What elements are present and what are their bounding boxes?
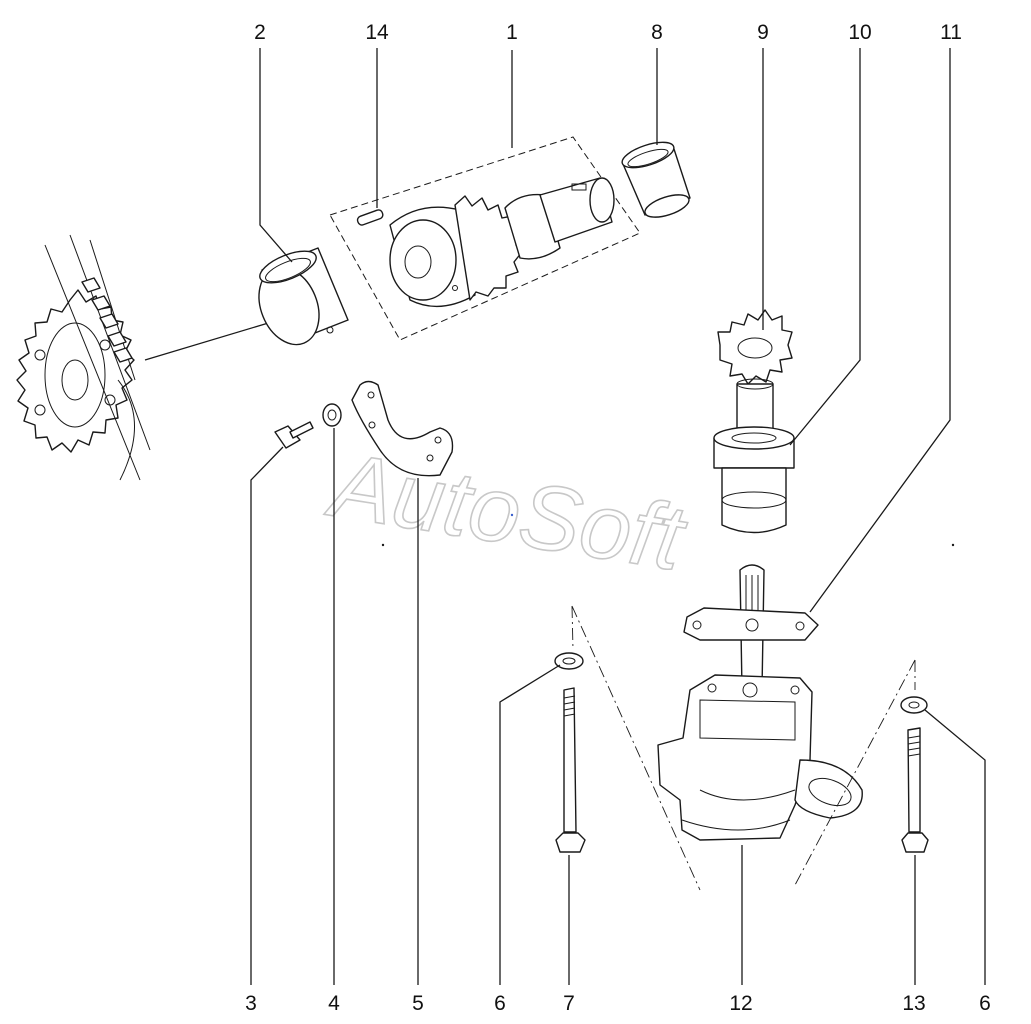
centerline-right xyxy=(794,659,916,886)
callout-8: 8 xyxy=(651,21,663,44)
callout-7: 7 xyxy=(563,992,575,1015)
centerline-left xyxy=(571,605,701,891)
watermark-text: AutoSoft xyxy=(320,433,693,590)
callout-11: 11 xyxy=(940,21,962,44)
part-6-washer-right xyxy=(900,696,928,714)
part-11-gasket xyxy=(683,564,819,691)
part-3-screw xyxy=(274,421,314,449)
callout-5: 5 xyxy=(412,992,424,1015)
part-7-bolt xyxy=(555,687,586,853)
part-6-washer-left xyxy=(554,652,584,670)
callout-14: 14 xyxy=(365,21,389,44)
callout-12: 12 xyxy=(729,992,753,1015)
callout-13: 13 xyxy=(902,992,926,1015)
sprocket-with-chain xyxy=(16,234,286,481)
callout-10: 10 xyxy=(848,21,872,44)
part-10-collar xyxy=(713,426,795,534)
callout-9: 9 xyxy=(757,21,769,44)
part-5-bracket xyxy=(351,380,454,477)
callout-1: 1 xyxy=(506,21,518,44)
part-2-bushing xyxy=(258,247,349,346)
callout-4: 4 xyxy=(328,992,340,1015)
callout-2: 2 xyxy=(254,21,266,44)
callout-6-right: 6 xyxy=(979,992,991,1015)
callout-6-left: 6 xyxy=(494,992,506,1015)
leader-lines xyxy=(250,48,986,985)
part-8-sleeve xyxy=(621,141,691,218)
part-1-gear-shaft-assembly xyxy=(329,50,641,341)
callout-3: 3 xyxy=(245,992,257,1015)
part-13-bolt xyxy=(901,727,929,853)
part-12-oil-pump xyxy=(657,674,863,985)
part-4-washer xyxy=(322,403,342,427)
part-14-pin xyxy=(356,209,384,226)
